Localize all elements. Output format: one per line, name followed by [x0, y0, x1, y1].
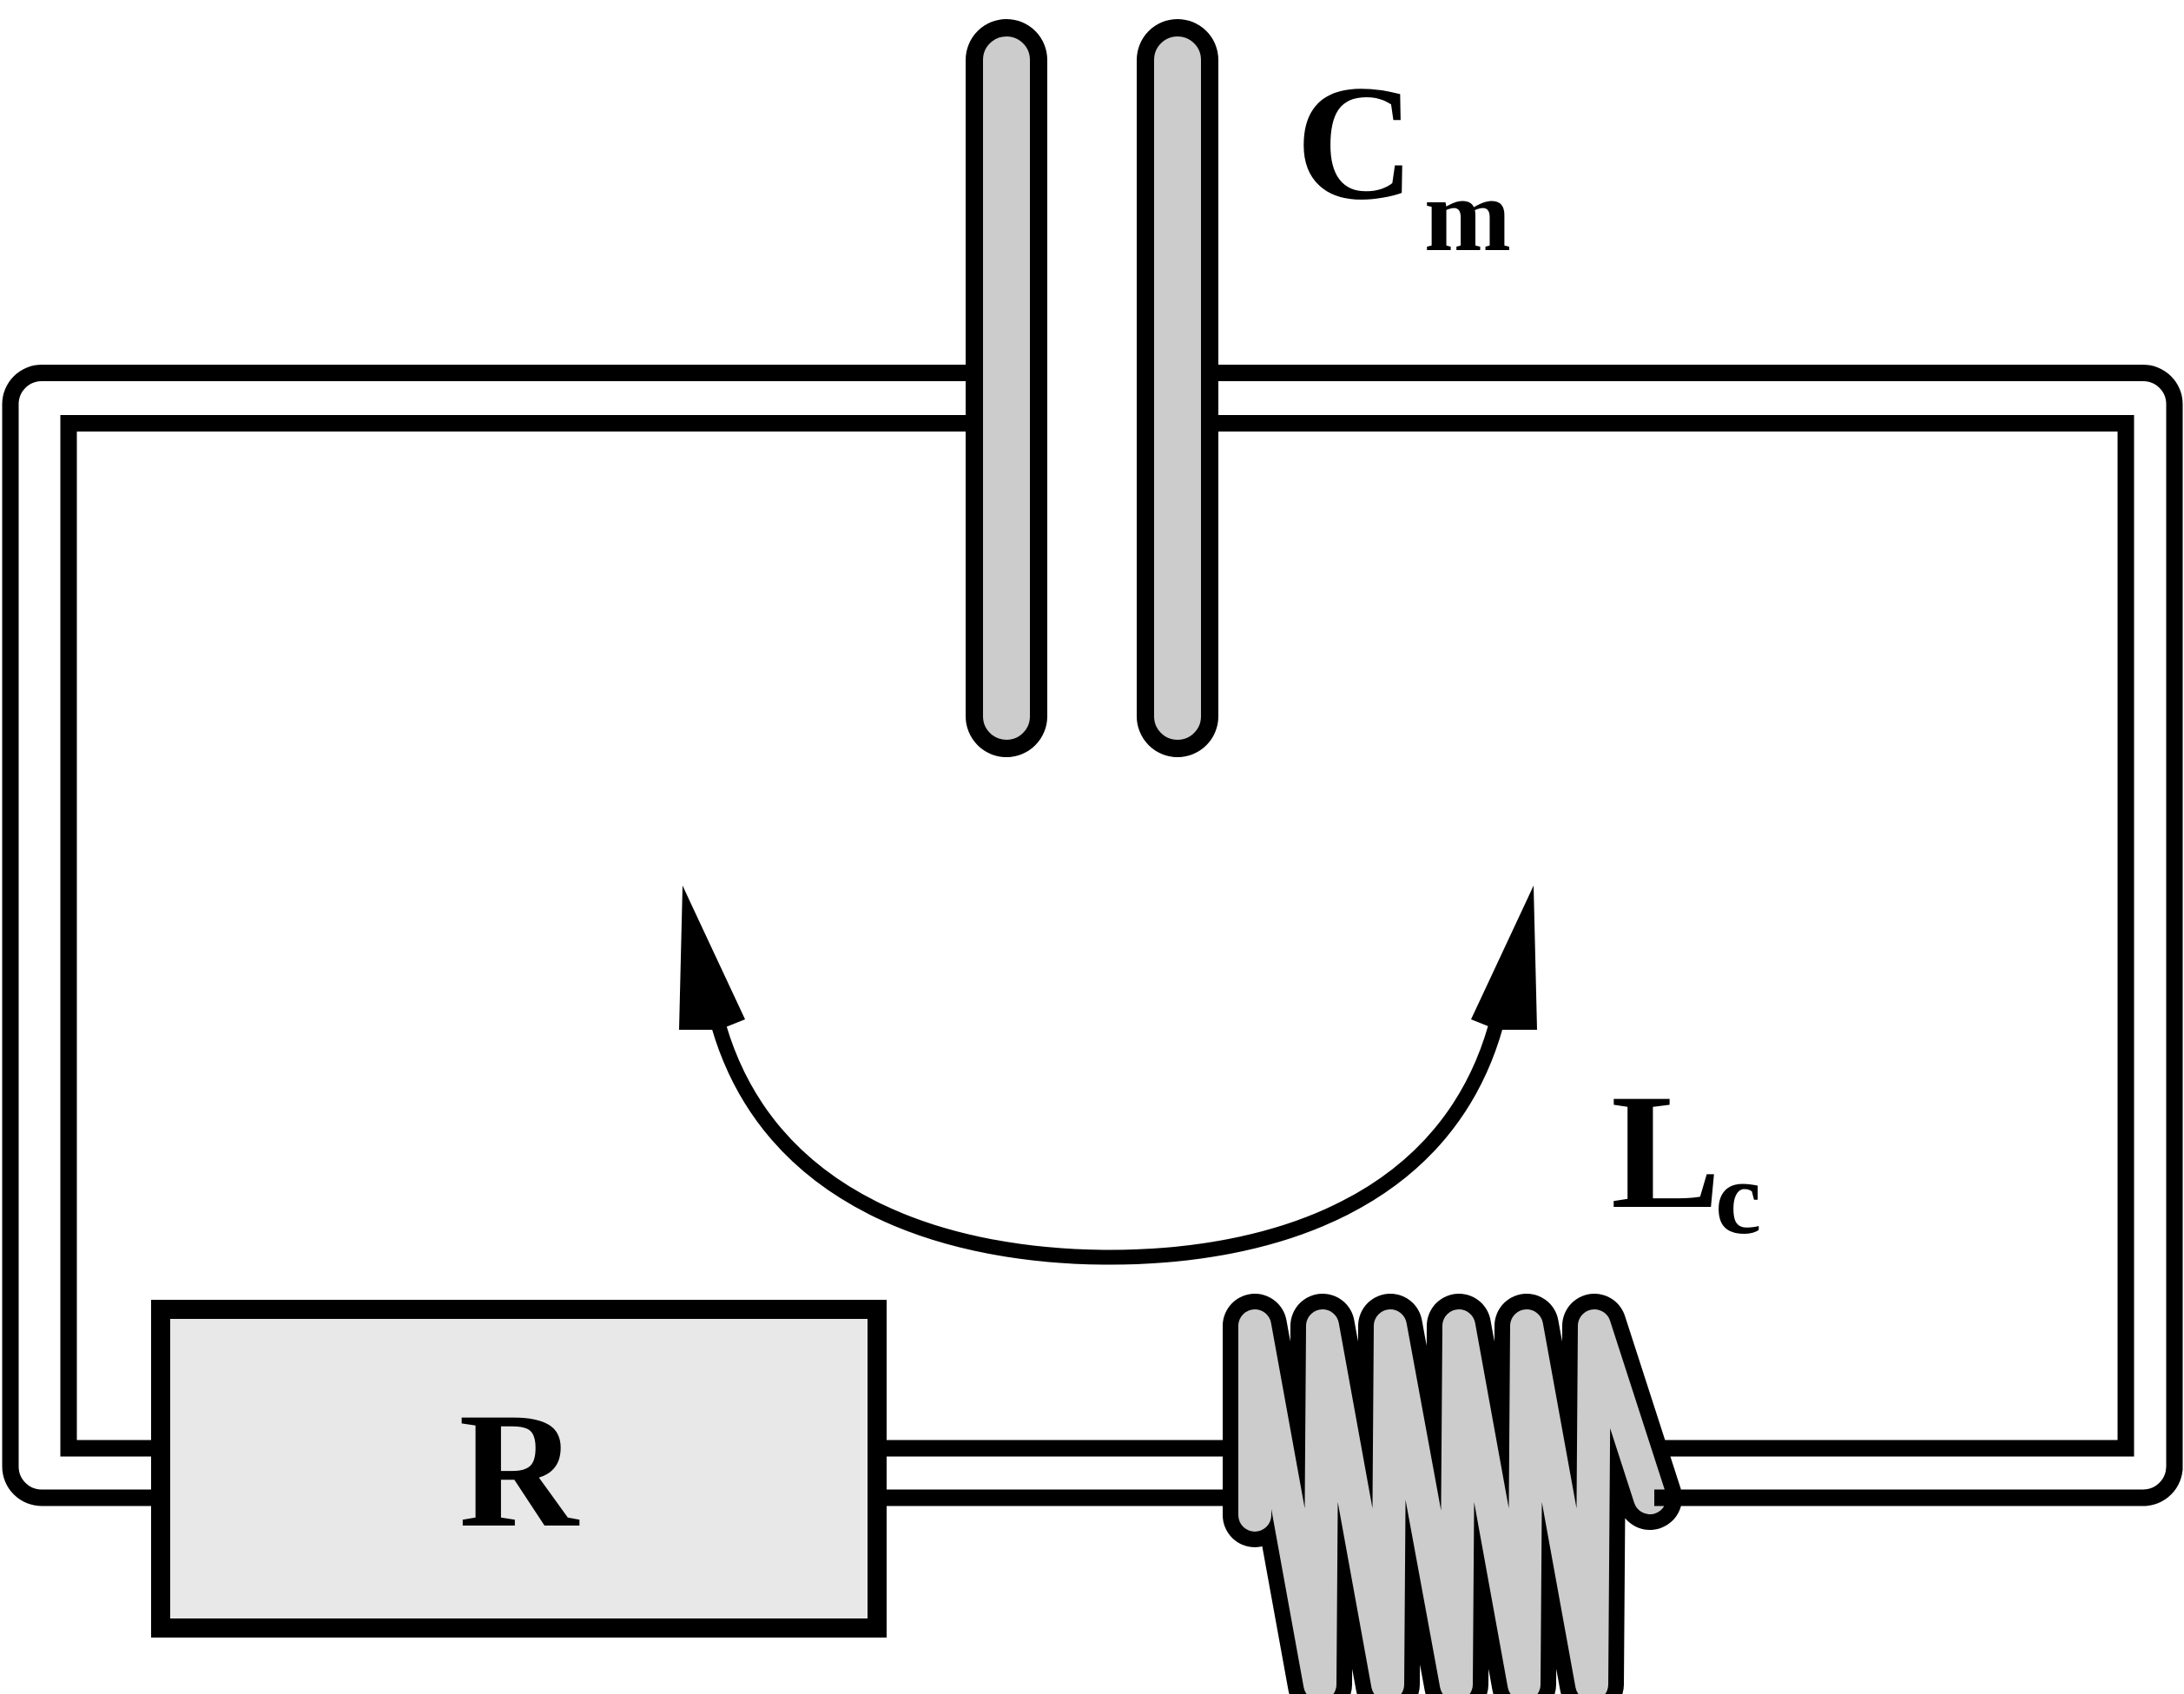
coil-right-junction-wire — [1654, 1302, 2183, 1506]
wire-inner-line — [60, 415, 2135, 1457]
capacitor-plate-left-icon — [966, 19, 1047, 757]
coil-left-junction-wire — [877, 1440, 1226, 1506]
resistor-box-icon — [151, 1300, 887, 1638]
arc-arrow-head-right-fill-icon — [1471, 886, 1537, 1030]
capacitor[interactable]: C m — [966, 19, 1511, 757]
inductor-label-symbol: L — [1611, 1061, 1721, 1243]
capacitor-label-symbol: C — [1296, 52, 1415, 234]
resistor[interactable]: R — [151, 1300, 887, 1638]
inductor-label-group: L c — [1611, 1061, 1761, 1256]
capacitor-label-subscript: m — [1424, 157, 1511, 273]
current-direction-arrow — [679, 886, 1537, 1265]
coil-icon-core — [1238, 1309, 1666, 1694]
inductor[interactable] — [1223, 1294, 1682, 1694]
capacitor-plate-right-icon — [1137, 19, 1218, 757]
resistor-label: R — [459, 1380, 579, 1562]
arc-arrow-head-left-fill-icon — [679, 886, 745, 1030]
coil-wire-junctions — [877, 1302, 2183, 1506]
inductor-label-subscript: c — [1715, 1140, 1761, 1256]
arc-arrow-curve — [708, 1012, 1507, 1265]
